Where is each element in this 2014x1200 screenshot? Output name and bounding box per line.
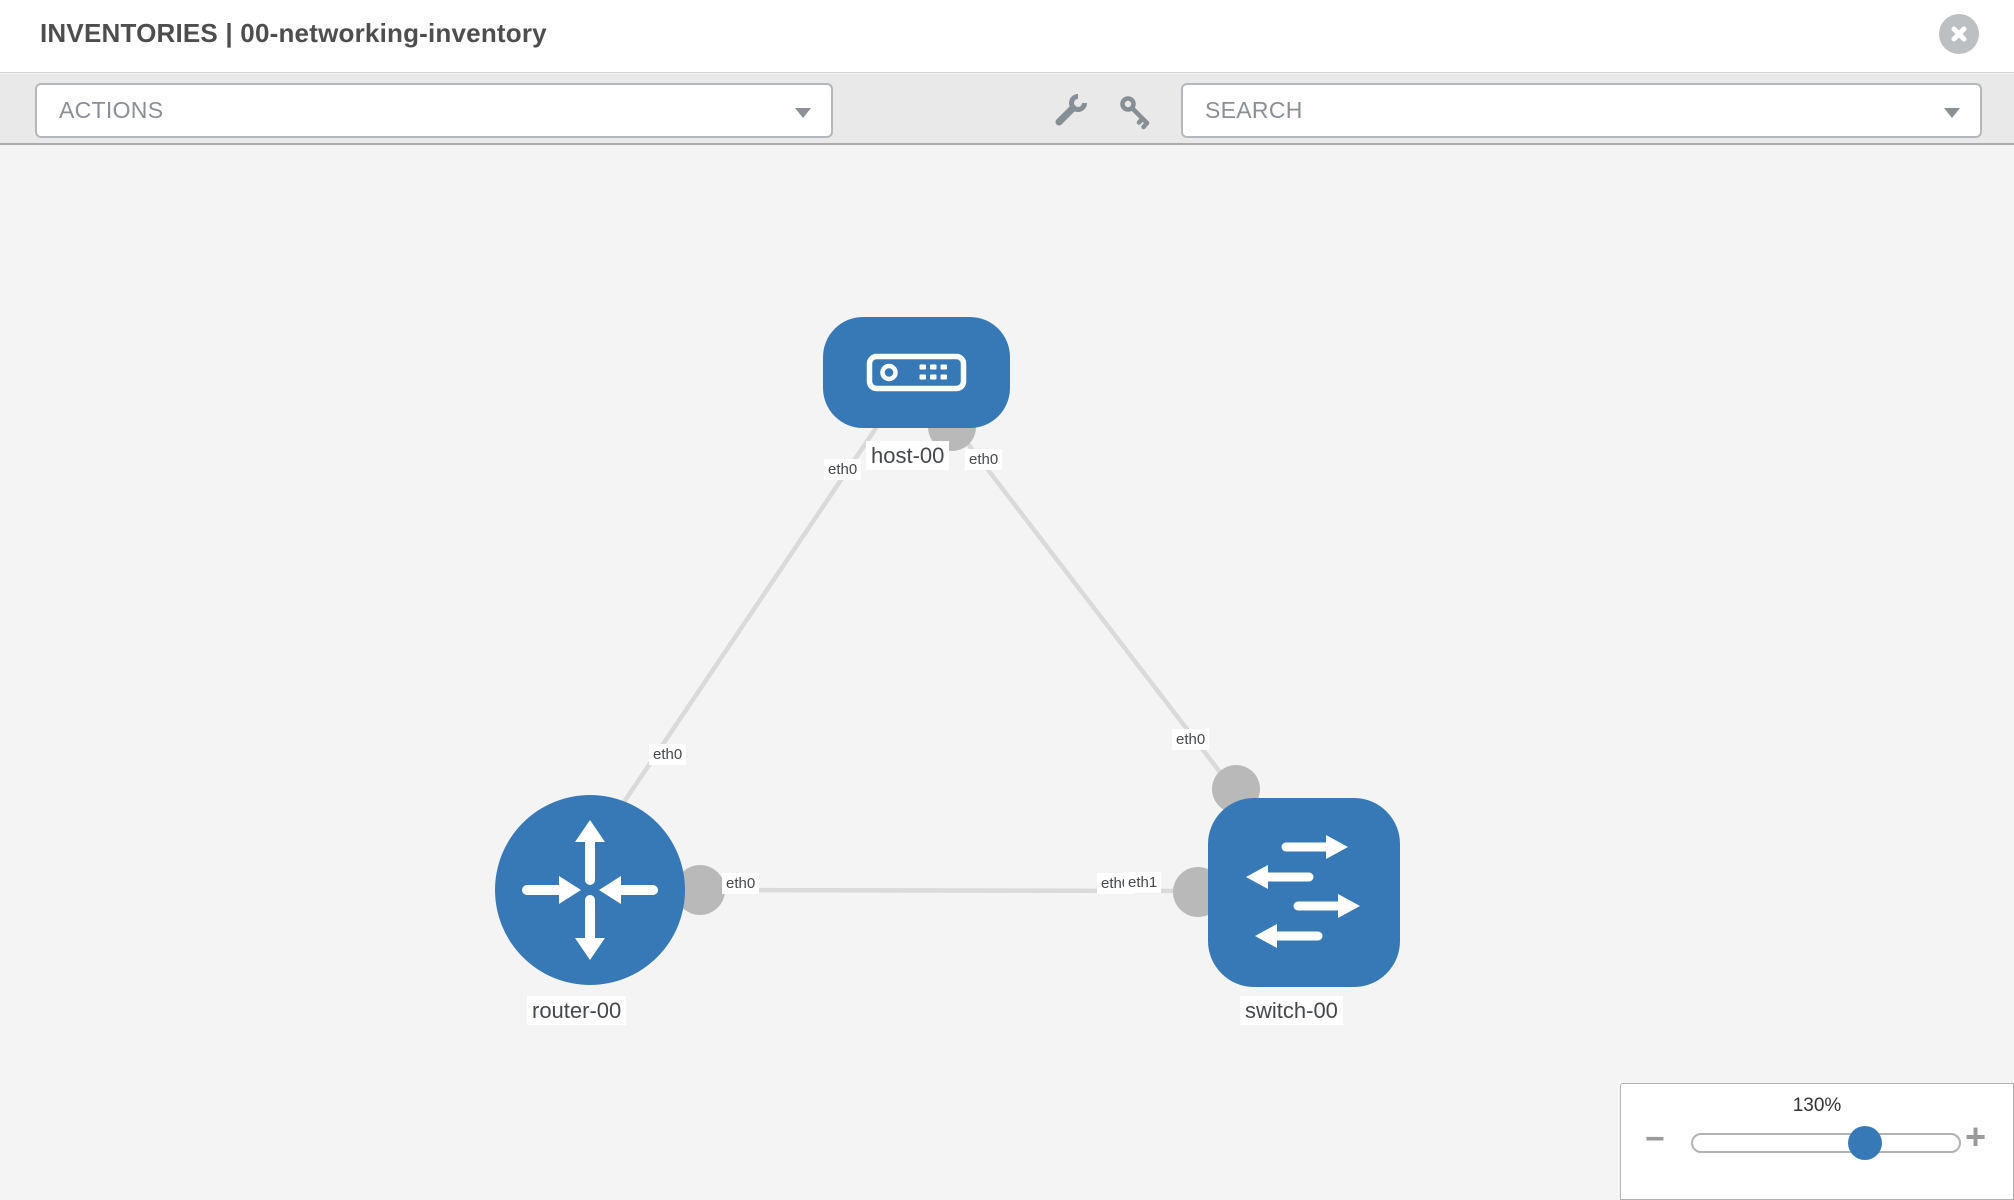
- host-icon: [866, 353, 967, 392]
- zoom-out-button[interactable]: −: [1645, 1120, 1665, 1158]
- search-dropdown[interactable]: SEARCH: [1181, 83, 1982, 138]
- credentials-button[interactable]: [1113, 90, 1157, 132]
- node-label-router-00: router-00: [527, 996, 627, 1026]
- interface-dot-router-right: [675, 865, 725, 915]
- interface-label-eth0: eth0: [649, 744, 687, 766]
- node-label-host-00: host-00: [866, 441, 950, 471]
- router-icon: [522, 820, 658, 960]
- topology-canvas[interactable]: eth0 eth0 host-00 eth0 eth0 router-00 et…: [0, 145, 2014, 1200]
- interface-label-eth0: eth0: [965, 449, 1003, 471]
- zoom-level-value: 130%: [1792, 1095, 1842, 1116]
- page-title: INVENTORIES | 00-networking-inventory: [40, 18, 547, 48]
- node-label-switch-00: switch-00: [1240, 996, 1343, 1026]
- actions-dropdown-label: ACTIONS: [59, 97, 164, 123]
- close-icon: [1951, 26, 1967, 42]
- toolbar: ACTIONS SEARCH: [0, 74, 2014, 145]
- actions-dropdown[interactable]: ACTIONS: [35, 83, 833, 138]
- node-host-00[interactable]: [823, 317, 1010, 428]
- interface-label-eth0: eth0: [722, 873, 760, 895]
- interface-label-eth0: eth0: [1172, 729, 1210, 751]
- wrench-icon: [1055, 92, 1089, 126]
- caret-down-icon: [795, 108, 811, 118]
- app-header: INVENTORIES | 00-networking-inventory: [0, 0, 2014, 73]
- caret-down-icon: [1944, 108, 1960, 118]
- zoom-control-panel: 130% − +: [1620, 1083, 2014, 1200]
- zoom-slider-track[interactable]: [1691, 1133, 1961, 1153]
- node-router-00[interactable]: [495, 795, 685, 985]
- key-icon: [1120, 96, 1150, 130]
- switch-icon: [1246, 835, 1360, 948]
- search-dropdown-label: SEARCH: [1205, 97, 1303, 123]
- close-button[interactable]: [1939, 14, 1979, 54]
- interface-label-eth0: eth0: [824, 459, 862, 481]
- zoom-in-button[interactable]: +: [1965, 1116, 1987, 1157]
- interface-label-eth1: eth1: [1124, 872, 1162, 894]
- node-switch-00[interactable]: [1208, 798, 1400, 987]
- edge-host-router[interactable]: [620, 423, 880, 807]
- configure-button[interactable]: [1048, 90, 1092, 132]
- zoom-slider-handle[interactable]: [1848, 1126, 1882, 1160]
